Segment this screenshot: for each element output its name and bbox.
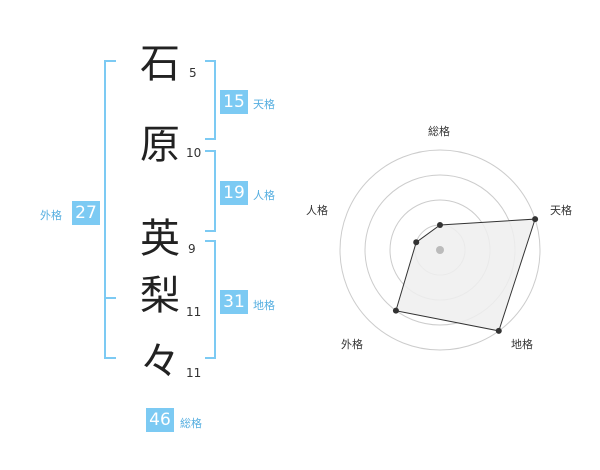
- radar-points: [392, 216, 539, 334]
- radar-label-gaikaku: 外格: [341, 338, 363, 351]
- radar-label-tenkaku: 天格: [550, 204, 572, 217]
- radar-point: [413, 239, 420, 246]
- gaikaku-bracket-inner-tick: [104, 297, 116, 299]
- radar-label-soukaku: 総格: [428, 125, 450, 138]
- radar-label-jinkaku: 人格: [306, 204, 328, 217]
- stroke-count-2: 10: [186, 146, 202, 160]
- gaikaku-value: 27: [72, 201, 100, 225]
- name-char-3: 英: [140, 216, 180, 262]
- radar-label-chikaku: 地格: [511, 338, 533, 351]
- name-char-4: 梨: [140, 273, 180, 319]
- chikaku-label: 地格: [253, 299, 275, 312]
- name-char-5: 々: [140, 339, 180, 385]
- jinkaku-bracket: [205, 150, 216, 232]
- chikaku-value: 31: [220, 290, 248, 314]
- soukaku-label: 総格: [180, 417, 202, 430]
- stroke-count-4: 11: [186, 305, 202, 319]
- soukaku-value: 46: [146, 408, 174, 432]
- tenkaku-bracket: [205, 60, 216, 140]
- chikaku-bracket: [205, 240, 216, 359]
- gaikaku-label: 外格: [40, 209, 62, 222]
- stroke-count-1: 5: [189, 66, 197, 80]
- radar-point: [437, 222, 443, 228]
- radar-ring: [339, 149, 541, 351]
- tenkaku-label: 天格: [253, 98, 275, 111]
- jinkaku-value: 19: [220, 181, 248, 205]
- radar-shape: [395, 218, 536, 332]
- stroke-count-3: 9: [188, 242, 196, 256]
- gaikaku-bracket: [104, 60, 116, 359]
- name-char-1: 石: [140, 41, 180, 87]
- name-char-2: 原: [140, 122, 180, 168]
- radar-point: [532, 216, 539, 223]
- radar-center-dot: [436, 246, 444, 254]
- radar-point: [392, 307, 399, 314]
- tenkaku-value: 15: [220, 90, 248, 114]
- jinkaku-label: 人格: [253, 189, 275, 202]
- radar-point: [495, 327, 502, 334]
- stroke-count-5: 11: [186, 366, 202, 380]
